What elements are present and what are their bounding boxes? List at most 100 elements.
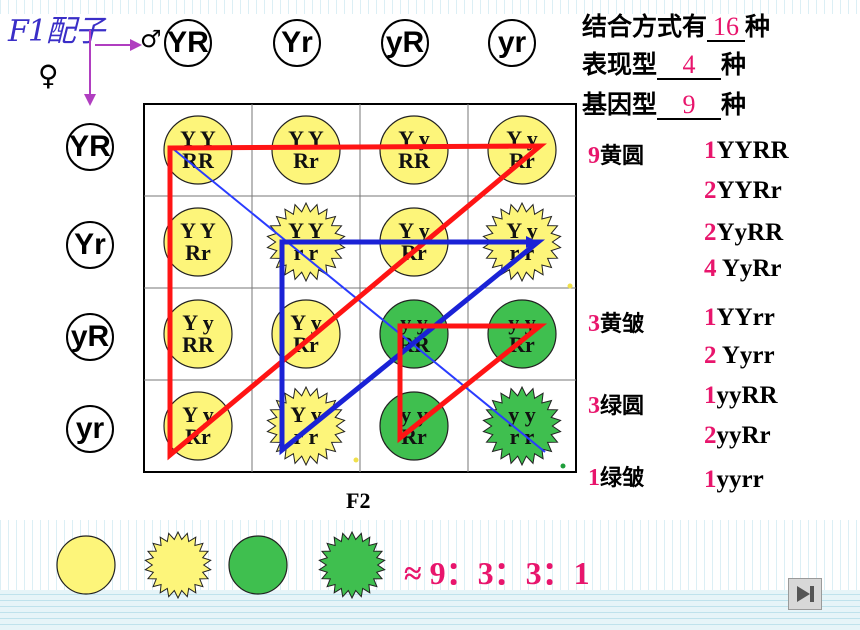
- gamete-male-3: yR: [381, 19, 429, 67]
- genotype-count: 1: [704, 304, 717, 331]
- legend-green-wrinkled: [318, 530, 386, 600]
- phenotype-yellow-wrinkled: 3黄皱: [588, 306, 644, 338]
- pea-yellow-round: [271, 299, 341, 369]
- gamete-female-2: Yr: [66, 221, 114, 269]
- pea-yellow-round: [487, 115, 557, 185]
- pea-green-round: [379, 299, 449, 369]
- genotype-top: Y y: [506, 218, 538, 243]
- phenotype-name: 绿圆: [600, 394, 645, 419]
- legend-yellow-round: [56, 535, 116, 595]
- genotype-count: 2: [704, 422, 717, 449]
- genotype-bottom: RR: [182, 332, 215, 357]
- gamete-female-4: yr: [66, 405, 114, 453]
- combination-prefix: 结合方式有: [582, 12, 708, 41]
- genotype-line: 1YYrr: [704, 304, 775, 332]
- phenotype-count: 1: [588, 465, 600, 491]
- genotype-value: yyRR: [716, 382, 778, 409]
- genotype-line: 2YyRR: [704, 219, 783, 247]
- genotype-line: 4 YyRr: [704, 255, 782, 283]
- genotype-line: 2yyRr: [704, 422, 771, 450]
- phenotype-ratio: ≈ 9：3：3：1: [404, 555, 590, 591]
- gamete-male-4: yr: [488, 19, 536, 67]
- pea-yellow-round: [163, 299, 233, 369]
- genotype-value: yyRr: [716, 422, 771, 449]
- legend-green-round: [228, 535, 288, 595]
- genotype-top: Y y: [182, 310, 214, 335]
- marker-dot: [353, 457, 359, 463]
- pea-yellow-round: [379, 115, 449, 185]
- genotype-top: y y: [400, 402, 428, 427]
- genotype-line: 2YYRr: [704, 177, 782, 205]
- phenotype-count: 9: [588, 143, 600, 169]
- genotype-value: YyRr: [716, 255, 782, 282]
- phenotype-yellow-round: 9黄圆: [588, 138, 644, 170]
- combination-suffix: 种: [745, 12, 771, 41]
- yellow-round-triangle: [167, 143, 547, 461]
- male-symbol: ♂: [140, 25, 162, 53]
- genotype-value: Yyrr: [716, 342, 775, 369]
- pea-yellow-round: [163, 207, 233, 277]
- genotype-line: 2 Yyrr: [704, 342, 775, 370]
- f1-gametes-label: F1配子: [8, 14, 105, 49]
- genotype-count: 2: [704, 342, 717, 369]
- green-round-triangle: [397, 323, 548, 444]
- genotype-value: YYRR: [716, 137, 789, 164]
- female-symbol: ♀: [38, 59, 59, 92]
- genotype-bottom: Rr: [293, 148, 319, 173]
- genotype-top: y y: [508, 402, 536, 427]
- gamete-female-3: yR: [66, 313, 114, 361]
- genotype-top: Y y: [398, 218, 430, 243]
- genotype-bottom: Rr: [185, 240, 211, 265]
- marker-dot: [560, 463, 566, 469]
- next-slide-icon: [797, 586, 814, 602]
- phenotype-prefix: 表现型: [582, 50, 658, 79]
- genotype-line: 1YYRR: [704, 137, 789, 165]
- genotype-bottom: r r: [510, 424, 535, 449]
- genotype-value: 9: [657, 92, 722, 120]
- phenotype-suffix: 种: [721, 50, 747, 79]
- phenotype-name: 黄皱: [600, 312, 645, 337]
- pea-yellow-round: [271, 115, 341, 185]
- genotype-count: 1: [704, 382, 717, 409]
- genotype-suffix: 种: [721, 90, 747, 119]
- marker-dot: [567, 283, 573, 289]
- f1-arrows: [84, 30, 142, 106]
- next-slide-button[interactable]: [788, 578, 822, 610]
- genotype-count: 4: [704, 255, 717, 282]
- genotype-bottom: RR: [398, 148, 431, 173]
- phenotype-value: 4: [657, 52, 722, 80]
- genotype-count: 1: [704, 466, 717, 493]
- genotype-line: 1yyRR: [704, 382, 778, 410]
- combination-value: 16: [707, 14, 746, 42]
- genotype-prefix: 基因型: [582, 90, 658, 119]
- arrow-head: [526, 236, 538, 248]
- phenotype-count: 3: [588, 311, 600, 337]
- genotype-count: 1: [704, 137, 717, 164]
- gamete-male-1: YR: [164, 19, 212, 67]
- genotype-value: yyrr: [716, 466, 764, 493]
- f2-label: F2: [346, 488, 371, 513]
- yellow-wrinkled-triangle: [279, 239, 546, 456]
- genotype-top: Y Y: [288, 218, 324, 243]
- genotype-value: YYrr: [716, 304, 775, 331]
- gamete-female-1: YR: [66, 123, 114, 171]
- genotype-top: Y Y: [180, 218, 216, 243]
- genotype-count: 2: [704, 219, 717, 246]
- phenotype-green-round: 3绿圆: [588, 388, 644, 420]
- genotype-value: YyRR: [716, 219, 784, 246]
- phenotype-name: 黄圆: [600, 144, 645, 169]
- phenotype-name: 绿皱: [600, 466, 645, 491]
- gamete-male-2: Yr: [273, 19, 321, 67]
- genotype-top: y y: [400, 310, 428, 335]
- legend-yellow-wrinkled: [144, 530, 212, 600]
- phenotype-count: 3: [588, 393, 600, 419]
- phenotype-green-wrinkled: 1绿皱: [588, 460, 644, 492]
- genotype-count: 2: [704, 177, 717, 204]
